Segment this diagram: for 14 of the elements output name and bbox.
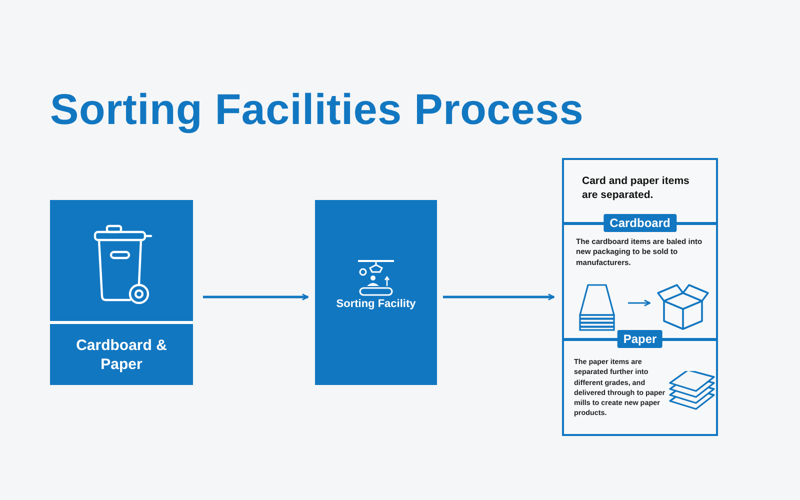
open-box-icon [656, 281, 710, 331]
arrow [628, 300, 651, 306]
node-label: Sorting Facility [335, 298, 417, 310]
title: Sorting Facilities Process [50, 86, 584, 135]
node-label: Cardboard & Paper [75, 336, 168, 374]
section-heading: Paper [617, 330, 663, 348]
process-box [315, 200, 437, 385]
arrow [443, 294, 555, 300]
info-panel [562, 158, 718, 436]
section-heading: Cardboard [604, 214, 676, 232]
bin-card [50, 200, 193, 385]
panel-intro: Card and paper items are separated. [582, 174, 690, 202]
arrow [203, 294, 309, 300]
flattened-stack-icon [578, 283, 616, 331]
